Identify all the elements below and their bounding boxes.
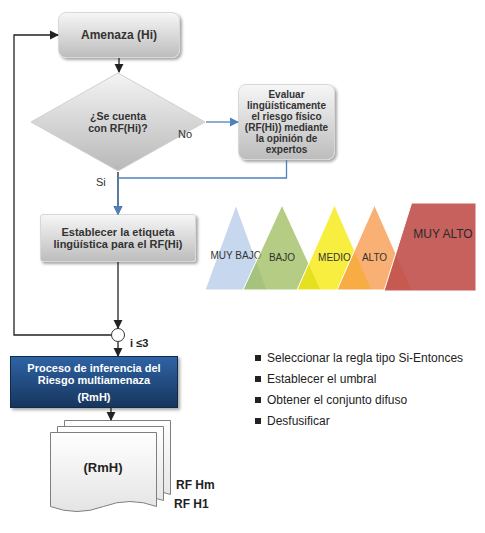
node-text: ¿Se cuenta con RF(Hi)? [83, 110, 153, 134]
node-text-group: (RmH) [50, 432, 156, 502]
node-text-group: Amenaza (Hi) [59, 13, 179, 57]
process-box: Establecer la etiqueta lingüística para … [40, 214, 196, 262]
node-text: BAJO [269, 252, 295, 263]
document-page [51, 433, 157, 512]
note-label: Seleccionar la regla tipo Si-Entonces [267, 351, 482, 365]
flow-connector [117, 172, 118, 214]
note-label: RF Hm [176, 478, 236, 492]
flow-connector [206, 121, 238, 122]
node-text-group: ¿Se cuenta con RF(Hi)? [83, 92, 153, 152]
diamond-outline [31, 73, 205, 171]
decision-diamond: ¿Se cuenta con RF(Hi)? [30, 72, 206, 172]
node-text: Establecer la etiqueta lingüística para … [47, 226, 189, 250]
flow-connector [118, 58, 119, 72]
loop-junction: i ≤3 [111, 328, 125, 342]
note-label: Establecer el umbral [267, 372, 482, 386]
node-text-group: MUY ALTO [412, 213, 474, 255]
node-text-group: i ≤3 [130, 335, 170, 351]
node-text: (RmH) [78, 391, 111, 403]
flow-connector [117, 342, 118, 356]
flow-connector [117, 262, 118, 328]
note-label: RF H1 [174, 497, 234, 511]
output-document: (RmH) [50, 420, 172, 516]
bullet-mark [255, 355, 261, 361]
node-text: Proceso de inferencia del Riesgo multiam… [17, 362, 171, 386]
edge-label: Si [96, 176, 106, 188]
flow-connector [110, 408, 111, 420]
fuzzy-set-shape: MUY ALTO [384, 203, 476, 291]
node-text: Amenaza (Hi) [81, 28, 157, 42]
process-box: Amenaza (Hi) [58, 12, 180, 58]
node-text-group: Proceso de inferencia del Riesgo multiam… [17, 359, 171, 405]
node-text: MEDIO [318, 252, 351, 263]
fuzzy-set-shape-outline [384, 203, 476, 291]
node-text-group: Evaluar lingüísticamente el riesgo físic… [243, 87, 330, 157]
node-text: (RmH) [84, 460, 123, 475]
node-text: MUY ALTO [413, 227, 472, 241]
bullet-mark [255, 418, 261, 424]
note-label: Obtener el conjunto difuso [267, 393, 482, 407]
edge-label: No [178, 128, 192, 140]
bullet-mark [255, 376, 261, 382]
bullet-mark [255, 397, 261, 403]
node-text: MUY BAJO [211, 250, 262, 261]
flow-connector [14, 35, 111, 335]
process-box: Evaluar lingüísticamente el riesgo físic… [238, 84, 335, 160]
node-text: i ≤3 [130, 337, 148, 349]
flow-connector [118, 160, 287, 214]
node-text: ALTO [362, 252, 387, 263]
node-text-group: Establecer la etiqueta lingüística para … [47, 217, 189, 259]
shape-outline [384, 203, 476, 291]
note-label: Desfusificar [267, 414, 482, 428]
node-text: Evaluar lingüísticamente el riesgo físic… [243, 89, 330, 155]
inference-box: Proceso de inferencia del Riesgo multiam… [10, 356, 178, 408]
